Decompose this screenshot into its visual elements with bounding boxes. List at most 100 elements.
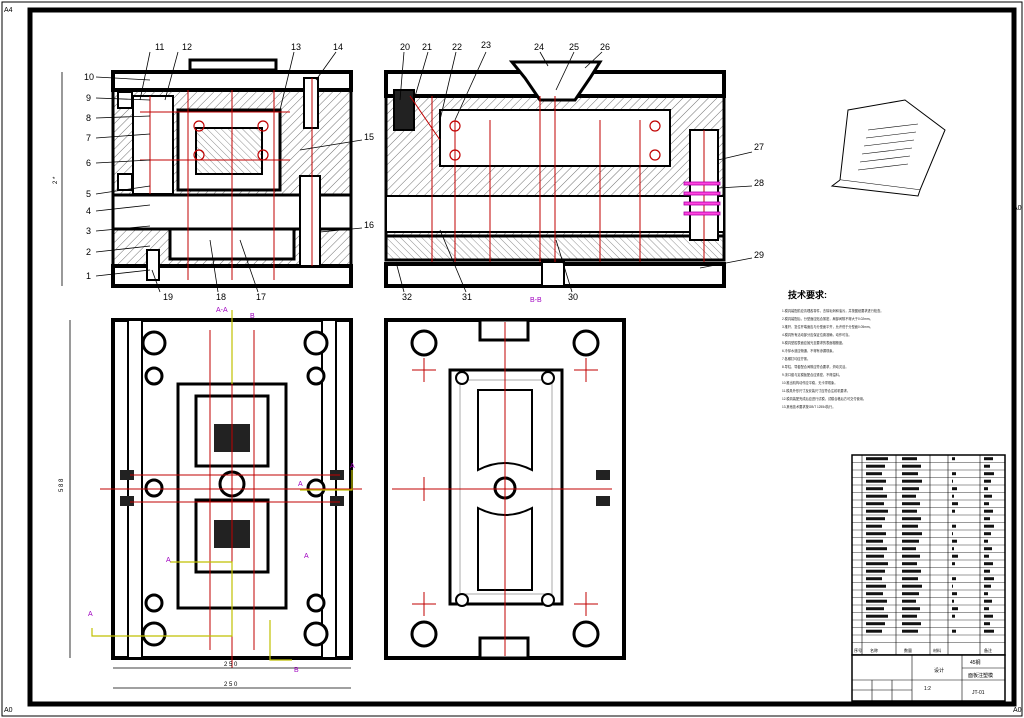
bom-cell-text xyxy=(902,569,921,573)
bom-cell-text xyxy=(952,547,954,551)
bom-cell-text xyxy=(866,524,882,528)
bom-cell-text xyxy=(902,592,919,596)
corner-mark-bl: A0 xyxy=(4,707,13,714)
callout-20: 20 xyxy=(400,42,410,52)
bom-cell-text xyxy=(952,457,955,461)
tech-line: 10.推出机构动作应平稳，无卡滞现象。 xyxy=(782,380,837,385)
bom-cell-text xyxy=(984,464,990,468)
bom-cell-text xyxy=(902,494,916,498)
bom-cell-text xyxy=(902,577,918,581)
bom-cell-text xyxy=(866,614,888,618)
callout-13: 13 xyxy=(291,42,301,52)
title-material: 45钢 xyxy=(970,659,981,666)
bom-cell-text xyxy=(866,509,888,513)
plan-view-fixed xyxy=(384,318,626,660)
callout-21: 21 xyxy=(422,42,432,52)
bom-cell-text xyxy=(984,539,988,543)
bom-cell-text xyxy=(866,502,884,506)
tech-line: 6.冷却水道应畅通，不得有渗漏现象。 xyxy=(782,348,836,353)
callout-2: 2 xyxy=(86,247,91,257)
bom-cell-text xyxy=(902,532,922,536)
bom-cell-text xyxy=(984,479,991,483)
plan-view-moving: 5 8 8 2 5 0 2 5 0 A-A A B A A A A B xyxy=(59,307,362,689)
bom-cell-text xyxy=(866,532,886,536)
bom-cell-text xyxy=(952,509,955,513)
bom-cell-text xyxy=(866,569,885,573)
tech-line: 4.模具所有活动部分应保证位置准确，动作可靠。 xyxy=(782,332,852,337)
bom-cell-text xyxy=(984,629,994,633)
bom-cell-text xyxy=(902,547,916,551)
bom-cell-text xyxy=(902,457,917,461)
title-scale: 1:2 xyxy=(924,686,931,692)
bom-cell-text xyxy=(902,599,916,603)
bom-cell-text xyxy=(866,457,888,461)
bom-cell-text xyxy=(984,532,991,536)
bom-cell-text xyxy=(984,472,994,476)
bom-cell-text xyxy=(984,607,989,611)
section-letter: A xyxy=(350,463,355,470)
bom-cell-text xyxy=(952,487,957,491)
corner-mark-tl: A4 xyxy=(4,7,13,14)
bom-header: 数量 xyxy=(904,647,912,653)
callout-18: 18 xyxy=(216,292,226,302)
bom-cell-text xyxy=(952,562,955,566)
bom-cell-text xyxy=(984,599,992,603)
callout-25: 25 xyxy=(569,42,579,52)
tech-line: 7.各螺钉均应拧紧。 xyxy=(782,356,810,361)
callout-14: 14 xyxy=(333,42,343,52)
callout-3: 3 xyxy=(86,226,91,236)
bom-cell-text xyxy=(984,569,990,573)
section-view-right: B-B xyxy=(384,60,726,304)
bom-cell-text xyxy=(952,502,958,506)
callout-29: 29 xyxy=(754,250,764,260)
section-letter: A xyxy=(88,611,93,618)
title-block: 设计 45钢 面板注塑模 1:2 JT-01 xyxy=(851,654,1006,702)
bom-cell-text xyxy=(984,457,993,461)
bom-cell-text xyxy=(984,517,990,521)
callout-7: 7 xyxy=(86,133,91,143)
bill-of-materials: 序号 名称 数量 材料 备注 xyxy=(851,454,1006,656)
bom-cell-text xyxy=(902,509,917,513)
bom-cell-text xyxy=(952,599,954,603)
bom-cell-text xyxy=(984,622,990,626)
callout-11: 11 xyxy=(155,42,164,52)
bom-cell-text xyxy=(866,464,885,468)
bom-cell-text xyxy=(984,554,989,558)
bom-cell-text xyxy=(952,592,957,596)
callout-1: 1 xyxy=(86,271,91,281)
callout-28: 28 xyxy=(754,178,764,188)
bom-cell-text xyxy=(902,472,918,476)
bom-cell-text xyxy=(866,487,883,491)
bom-cell-text xyxy=(866,577,882,581)
bom-cell-text xyxy=(984,592,988,596)
bom-cell-text xyxy=(866,472,882,476)
tech-line: 1.模具装配前应清理各零件，去除毛刺和油污，并按图纸要求进行检查。 xyxy=(782,308,883,313)
callout-8: 8 xyxy=(86,113,91,123)
callout-32: 32 xyxy=(402,292,412,302)
bom-cell-text xyxy=(952,584,953,588)
bom-cell-text xyxy=(902,479,922,483)
section-letter: A xyxy=(304,553,309,560)
bom-cell-text xyxy=(952,472,956,476)
section-view-left: 2 * xyxy=(53,58,353,288)
callout-26: 26 xyxy=(600,42,610,52)
bom-cell-text xyxy=(902,622,921,626)
bom-header: 名称 xyxy=(870,647,878,653)
section-label-bb: B-B xyxy=(530,297,542,304)
title-sheet-no: JT-01 xyxy=(972,690,985,696)
inner-border xyxy=(27,7,1017,707)
dim-plan-height: 5 8 8 xyxy=(59,478,65,492)
bom-cell-text xyxy=(984,502,989,506)
bom-header: 材料 xyxy=(933,647,941,653)
bom-cell-text xyxy=(984,562,993,566)
corner-mark-br: A0 xyxy=(1013,707,1022,714)
callout-6: 6 xyxy=(86,158,91,168)
callout-5: 5 xyxy=(86,189,91,199)
bom-cell-text xyxy=(902,464,921,468)
tech-line: 5.模具型腔表面应抛光至要求的表面粗糙度。 xyxy=(782,340,845,345)
bom-cell-text xyxy=(952,479,953,483)
title-designer: 设计 xyxy=(934,667,944,674)
bom-cell-text xyxy=(902,607,920,611)
section-letter: A xyxy=(166,557,171,564)
